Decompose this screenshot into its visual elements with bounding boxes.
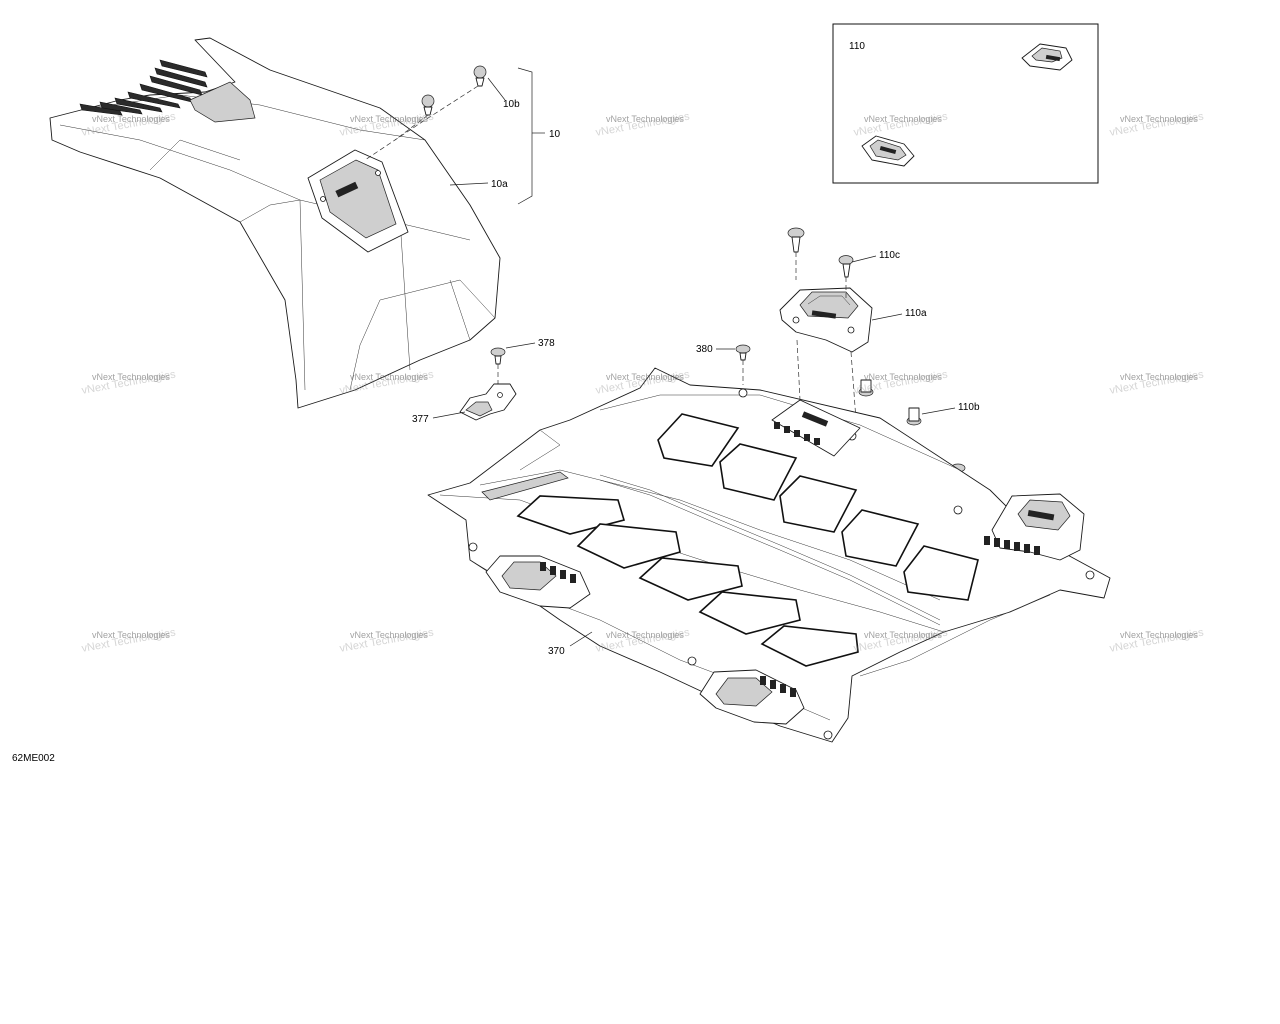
callout-377: 377 [412, 414, 429, 425]
nut-110b-right [906, 407, 922, 426]
group-bracket-10 [517, 67, 533, 205]
inset-handle-lower [861, 135, 915, 167]
plate-logo-block [771, 399, 861, 457]
plate-pad [657, 413, 740, 467]
axis-110-left [795, 252, 801, 401]
callout-378: 378 [538, 338, 555, 349]
plate-handle-left [485, 555, 591, 609]
plate-handle-bottom [699, 669, 805, 725]
callout-110a: 110a [905, 308, 927, 319]
screw-10b-upper [473, 65, 487, 87]
svg-text:vNext Technologies: vNext Technologies [92, 114, 170, 124]
callout-10b: 10b [503, 99, 520, 110]
inset-box-110: 110 [832, 23, 1099, 184]
screw-380 [735, 344, 751, 361]
screw-10b-lower [421, 94, 435, 116]
plate-handle-right [984, 493, 1085, 561]
plate-pad [841, 509, 920, 567]
svg-text:vNext Technologies: vNext Technologies [1120, 630, 1198, 640]
cover-handle-recess [307, 149, 409, 253]
callout-370: 370 [548, 646, 565, 657]
axis-110-right [845, 277, 857, 421]
plate-pad [719, 443, 798, 501]
callout-10: 10 [549, 129, 561, 140]
svg-text:vNext Technologies: vNext Technologies [606, 372, 684, 382]
nut-110b-left [858, 379, 874, 397]
diagram-code: 62ME002 [12, 753, 55, 764]
svg-text:vNext Technologies: vNext Technologies [350, 372, 428, 382]
plate-pad [516, 495, 626, 535]
callout-10a: 10a [491, 179, 508, 190]
cover-top-pocket [189, 81, 256, 123]
svg-text:vNext Technologies: vNext Technologies [606, 114, 684, 124]
screw-378 [490, 347, 506, 365]
svg-text:vNext Technologies: vNext Technologies [864, 114, 942, 124]
plate-pad [779, 475, 858, 533]
svg-text:vNext Technologies: vNext Technologies [350, 630, 428, 640]
screw-110c-left [787, 227, 805, 253]
svg-text:vNext Technologies: vNext Technologies [864, 630, 942, 640]
svg-text:vNext Technologies: vNext Technologies [864, 372, 942, 382]
callout-380: 380 [696, 344, 713, 355]
svg-text:vNext Technologies: vNext Technologies [92, 372, 170, 382]
skid-plate-370 [427, 367, 1111, 743]
cover-vent-louvres [79, 59, 208, 116]
svg-text:vNext Technologies: vNext Technologies [350, 114, 428, 124]
callout-110-inset: 110 [849, 41, 865, 52]
svg-text:vNext Technologies: vNext Technologies [1120, 372, 1198, 382]
plate-pad [638, 557, 743, 601]
svg-text:vNext Technologies: vNext Technologies [1120, 114, 1198, 124]
plate-pad [698, 591, 801, 635]
plate-slot [481, 471, 569, 501]
screw-axis-line-2 [394, 114, 429, 141]
svg-text:vNext Technologies: vNext Technologies [92, 630, 170, 640]
screw-110c-right [838, 255, 854, 278]
plate-pad [760, 625, 859, 667]
callout-110c: 110c [879, 250, 900, 261]
callout-110b: 110b [958, 402, 980, 413]
svg-text:vNext Technologies: vNext Technologies [606, 630, 684, 640]
handle-110a [779, 287, 873, 353]
screw-axis-line [364, 85, 479, 161]
inset-handle-upper [1021, 43, 1073, 71]
clip-377 [459, 383, 517, 421]
plate-pad [576, 523, 681, 569]
plate-pad [903, 545, 979, 601]
front-cover-part [49, 37, 501, 409]
